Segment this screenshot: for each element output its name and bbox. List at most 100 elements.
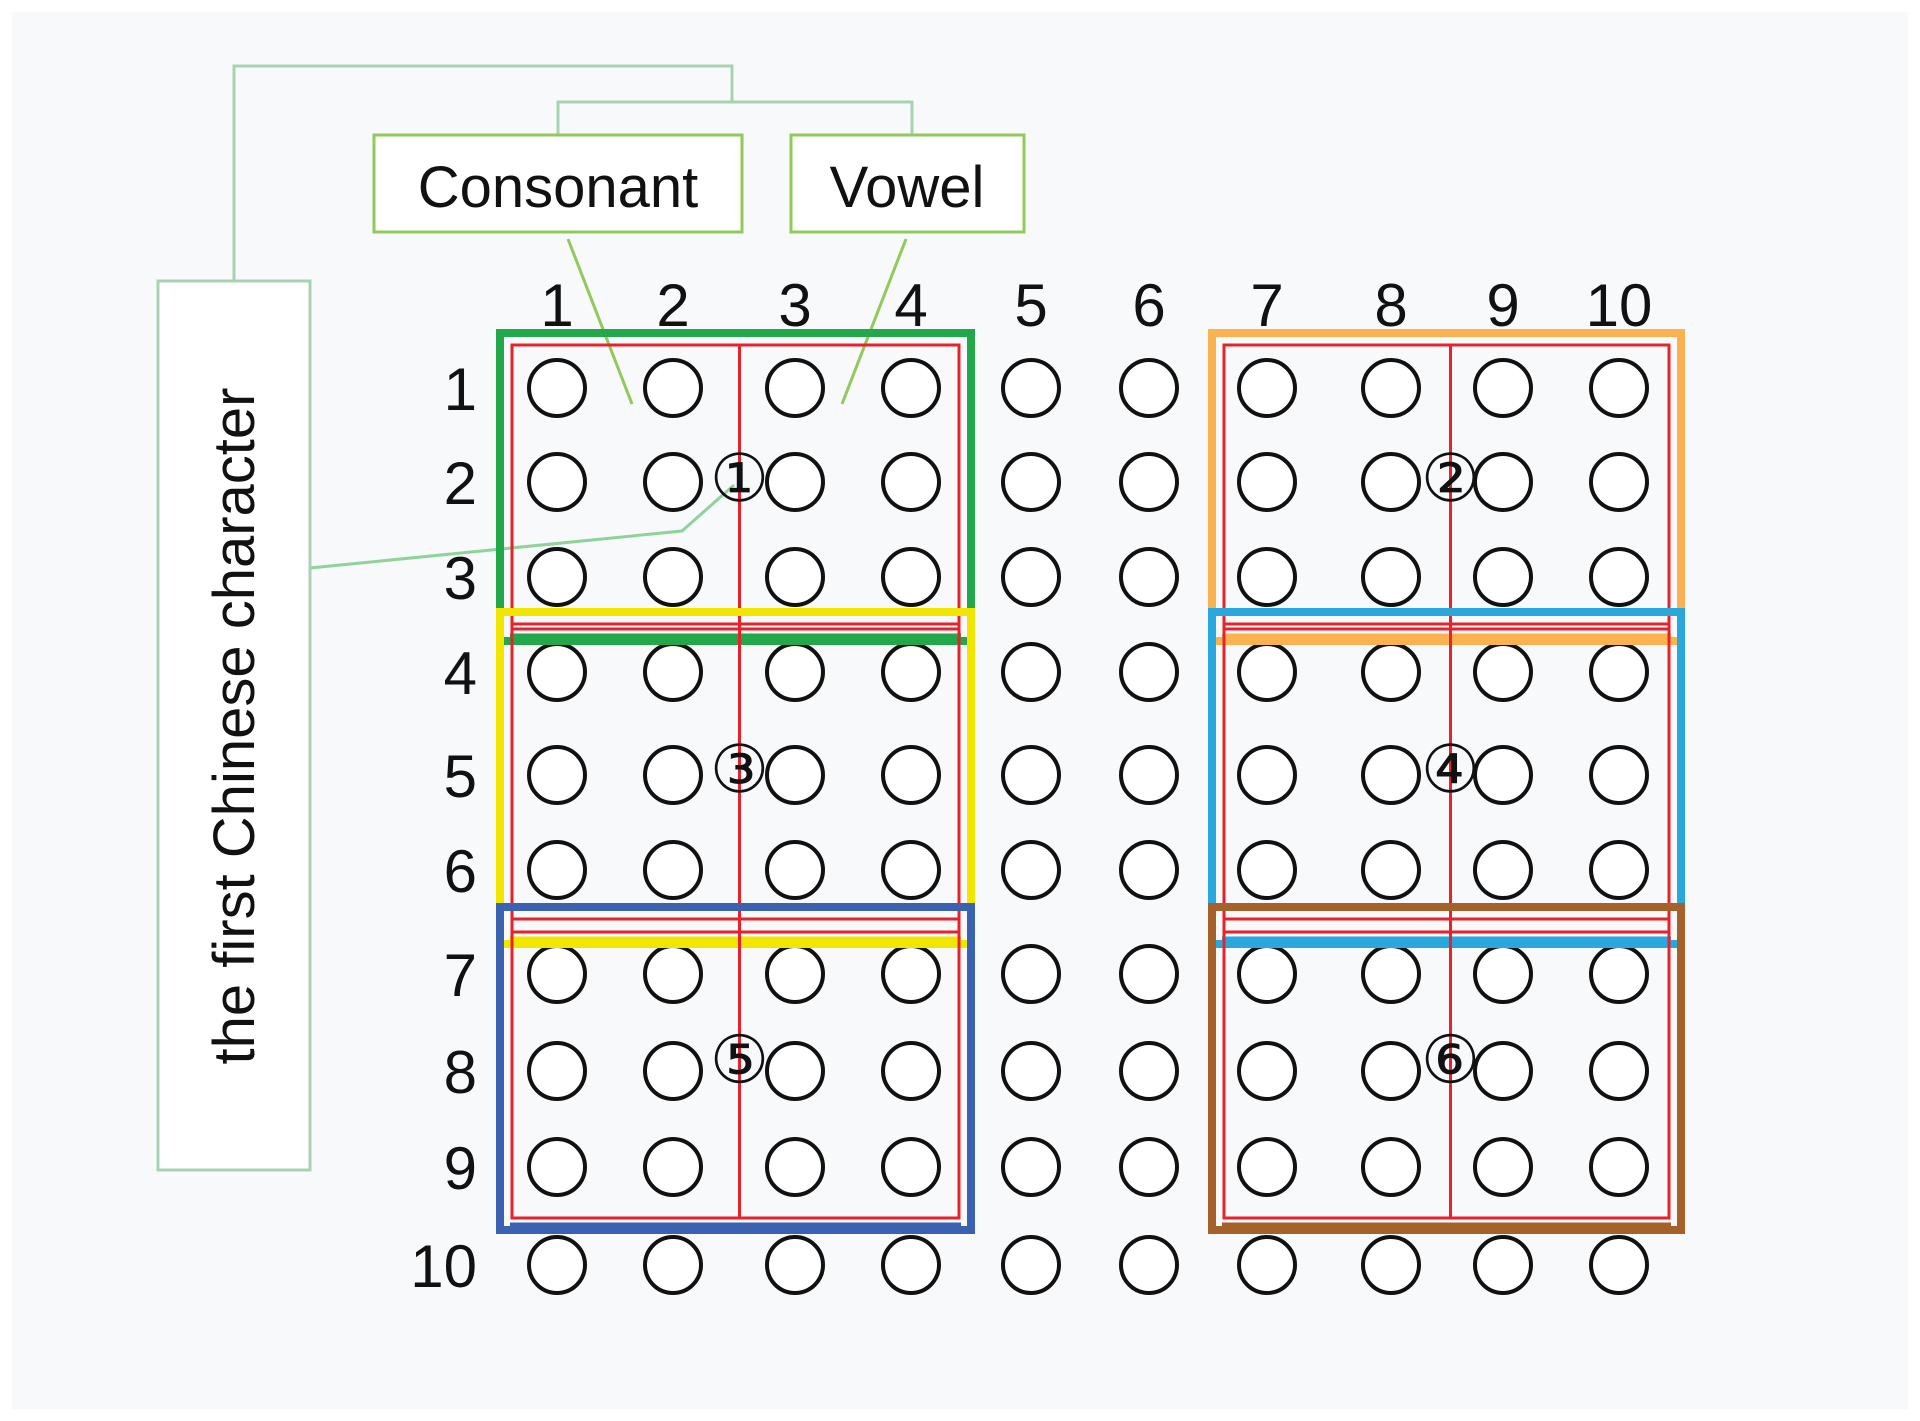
braille-dot <box>1361 452 1421 512</box>
braille-dot <box>1589 358 1649 418</box>
character-cell-1: ① <box>496 329 975 645</box>
braille-dot <box>527 1041 587 1101</box>
braille-dot <box>1119 358 1179 418</box>
row-label: 2 <box>444 450 477 517</box>
column-label: 5 <box>1014 272 1047 339</box>
braille-dot <box>1237 358 1297 418</box>
braille-dot <box>527 944 587 1004</box>
braille-dot <box>881 547 941 607</box>
braille-dot <box>881 1137 941 1197</box>
column-label: 9 <box>1486 272 1519 339</box>
column-label: 10 <box>1586 272 1653 339</box>
braille-dot <box>1237 547 1297 607</box>
braille-dot <box>527 1235 587 1295</box>
braille-dot <box>643 358 703 418</box>
braille-dot <box>1361 642 1421 702</box>
vowel-label: Vowel <box>830 155 985 220</box>
character-number: ③ <box>710 732 769 806</box>
braille-dot <box>1001 358 1061 418</box>
braille-dot <box>1001 547 1061 607</box>
braille-dot <box>1473 642 1533 702</box>
braille-dot <box>1237 452 1297 512</box>
braille-dot <box>1237 1041 1297 1101</box>
braille-dot <box>881 358 941 418</box>
braille-dot <box>1361 358 1421 418</box>
braille-dot <box>1119 1235 1179 1295</box>
braille-dot <box>765 642 825 702</box>
braille-dot <box>1119 642 1179 702</box>
column-label: 4 <box>894 272 927 339</box>
character-number: ④ <box>1421 732 1480 806</box>
braille-dot <box>1589 547 1649 607</box>
braille-dot <box>1237 1137 1297 1197</box>
braille-dot <box>765 944 825 1004</box>
braille-dot <box>1473 1137 1533 1197</box>
braille-dot <box>527 452 587 512</box>
braille-dot <box>643 745 703 805</box>
braille-dot <box>643 1137 703 1197</box>
braille-dot <box>643 1041 703 1101</box>
braille-dot <box>1589 1235 1649 1295</box>
vowel-label-box <box>789 133 1026 234</box>
braille-dot <box>1119 1137 1179 1197</box>
braille-dot <box>1119 1041 1179 1101</box>
vowel-pointer-line <box>840 238 908 405</box>
braille-dot <box>1119 745 1179 805</box>
consonant-label-box <box>372 133 744 234</box>
braille-dot <box>643 1235 703 1295</box>
braille-dot <box>643 452 703 512</box>
braille-dot <box>1473 1041 1533 1101</box>
row-label: 3 <box>444 545 477 612</box>
column-label: 2 <box>656 272 689 339</box>
braille-dot <box>765 547 825 607</box>
braille-dot <box>765 1137 825 1197</box>
braille-dot <box>1361 1137 1421 1197</box>
braille-dot <box>881 840 941 900</box>
braille-dot <box>527 547 587 607</box>
character-number: ⑤ <box>710 1023 769 1097</box>
braille-dot <box>1001 1235 1061 1295</box>
braille-dot <box>765 745 825 805</box>
character-cell-5: ⑤ <box>496 903 975 1234</box>
braille-dot <box>527 1137 587 1197</box>
braille-dot <box>1001 642 1061 702</box>
braille-dot <box>881 452 941 512</box>
braille-dot <box>881 1235 941 1295</box>
braille-dot <box>881 1041 941 1101</box>
braille-dot <box>1119 944 1179 1004</box>
bracket-line <box>556 100 914 135</box>
braille-dot <box>1473 944 1533 1004</box>
braille-dot <box>643 642 703 702</box>
consonant-pointer-line <box>566 238 634 405</box>
braille-dot <box>765 358 825 418</box>
braille-dot <box>1589 642 1649 702</box>
braille-dot <box>1589 452 1649 512</box>
braille-dot <box>1361 547 1421 607</box>
braille-dot <box>881 642 941 702</box>
braille-dot <box>1119 452 1179 512</box>
braille-dot <box>1361 1041 1421 1101</box>
character-cell-2: ② <box>1208 329 1685 645</box>
column-label: 8 <box>1374 272 1407 339</box>
braille-dot <box>1473 745 1533 805</box>
column-label: 7 <box>1250 272 1283 339</box>
braille-dot <box>1473 547 1533 607</box>
braille-dot <box>643 840 703 900</box>
braille-dot <box>1237 840 1297 900</box>
first-character-label-box <box>156 279 312 1172</box>
braille-dot <box>1473 358 1533 418</box>
first-character-label: the first Chinese character <box>202 388 267 1065</box>
consonant-label: Consonant <box>418 155 699 220</box>
braille-dot <box>1119 840 1179 900</box>
braille-dot <box>1361 1235 1421 1295</box>
braille-dot <box>1237 642 1297 702</box>
braille-dot <box>527 358 587 418</box>
character-number: ① <box>710 441 769 515</box>
braille-dot <box>1473 452 1533 512</box>
column-label: 3 <box>778 272 811 339</box>
braille-dot <box>765 1041 825 1101</box>
first-character-pointer-line <box>309 483 735 570</box>
column-label: 6 <box>1132 272 1165 339</box>
braille-dot <box>527 840 587 900</box>
